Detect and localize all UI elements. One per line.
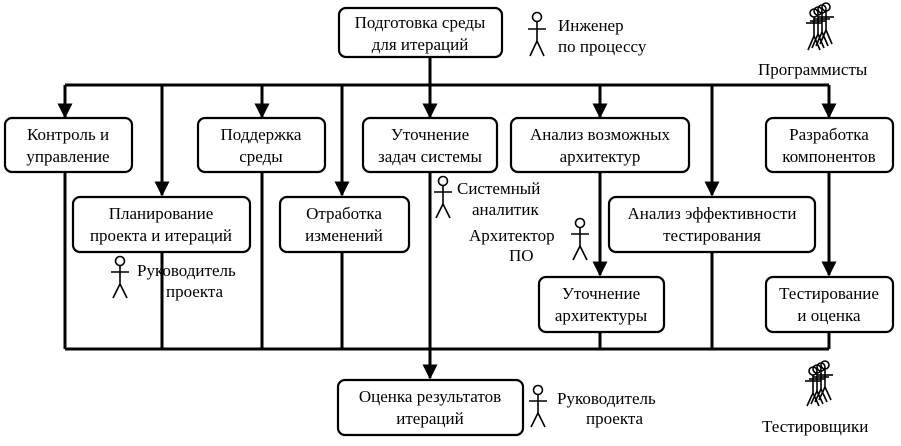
- box-control-line1: Контроль и: [27, 125, 109, 144]
- role-label-testers: Тестировщики: [762, 417, 868, 436]
- role-label-project-manager-bottom-2: проекта: [586, 409, 644, 428]
- box-results-eval-line1: Оценка результатов: [359, 387, 501, 406]
- box-env-support-line2: среды: [239, 147, 283, 166]
- role-label-project-manager-bottom-1: Руководитель: [557, 389, 656, 408]
- role-label-process-engineer-1: Инженер: [558, 16, 624, 35]
- box-arch-analysis-line2: архитектур: [560, 147, 641, 166]
- people-group-icon-programmers: [806, 2, 834, 51]
- box-arch-analysis: Анализ возможных архитектур: [509, 116, 691, 174]
- connector-lines: [57, 56, 837, 380]
- box-env-prep-line1: Подготовка среды: [355, 13, 486, 32]
- box-test-efficiency: Анализ эффективности тестирования: [607, 195, 817, 254]
- person-icon-project-manager-bottom: [529, 384, 547, 428]
- box-arch-refine: Уточнение архитектуры: [537, 275, 666, 334]
- box-system-tasks-line1: Уточнение: [391, 125, 469, 144]
- box-results-eval-line2: итераций: [396, 409, 463, 428]
- person-icon-software-architect: [571, 217, 589, 261]
- box-env-prep-line2: для итераций: [372, 35, 469, 54]
- box-env-prep: Подготовка среды для итераций: [337, 6, 504, 59]
- box-testing-eval: Тестирование и оценка: [764, 275, 895, 334]
- box-control: Контроль и управление: [3, 116, 134, 174]
- box-change-processing: Отработка изменений: [278, 195, 411, 254]
- box-env-support-line1: Поддержка: [221, 125, 302, 144]
- role-label-software-architect-1: Архитектор: [469, 226, 555, 245]
- box-system-tasks-line2: задач системы: [378, 147, 482, 166]
- box-components-dev: Разработка компонентов: [764, 116, 895, 174]
- box-testing-eval-line2: и оценка: [797, 306, 861, 325]
- role-label-project-manager-mid-2: проекта: [166, 282, 224, 301]
- role-label-project-manager-mid-1: Руководитель: [137, 261, 236, 280]
- role-label-programmers: Программисты: [758, 60, 868, 79]
- role-label-system-analyst-1: Системный: [457, 179, 540, 198]
- person-icon-project-manager-mid: [111, 255, 129, 299]
- box-control-line2: управление: [26, 147, 109, 166]
- box-change-processing-line1: Отработка: [306, 204, 382, 223]
- box-components-dev-line1: Разработка: [789, 125, 869, 144]
- box-arch-refine-line1: Уточнение: [562, 284, 640, 303]
- role-label-software-architect-2: ПО: [509, 246, 534, 265]
- box-test-efficiency-line1: Анализ эффективности: [628, 204, 797, 223]
- box-components-dev-line2: компонентов: [782, 147, 875, 166]
- box-planning-line2: проекта и итераций: [90, 226, 232, 245]
- box-system-tasks: Уточнение задач системы: [361, 116, 499, 174]
- box-env-support: Поддержка среды: [196, 116, 327, 174]
- box-planning-line1: Планирование: [109, 204, 214, 223]
- people-group-icon-testers: [805, 360, 833, 407]
- box-change-processing-line2: изменений: [305, 226, 383, 245]
- role-label-process-engineer-2: по процессу: [558, 37, 647, 56]
- box-arch-analysis-line1: Анализ возможных: [530, 125, 671, 144]
- person-icon-system-analyst: [434, 175, 452, 219]
- box-results-eval: Оценка результатов итераций: [336, 378, 525, 437]
- box-test-efficiency-line2: тестирования: [663, 226, 761, 245]
- role-label-system-analyst-2: аналитик: [472, 200, 539, 219]
- box-planning: Планирование проекта и итераций: [71, 195, 252, 254]
- box-arch-refine-line2: архитектуры: [555, 306, 648, 325]
- box-testing-eval-line1: Тестирование: [779, 284, 879, 303]
- person-icon-process-engineer: [528, 11, 546, 57]
